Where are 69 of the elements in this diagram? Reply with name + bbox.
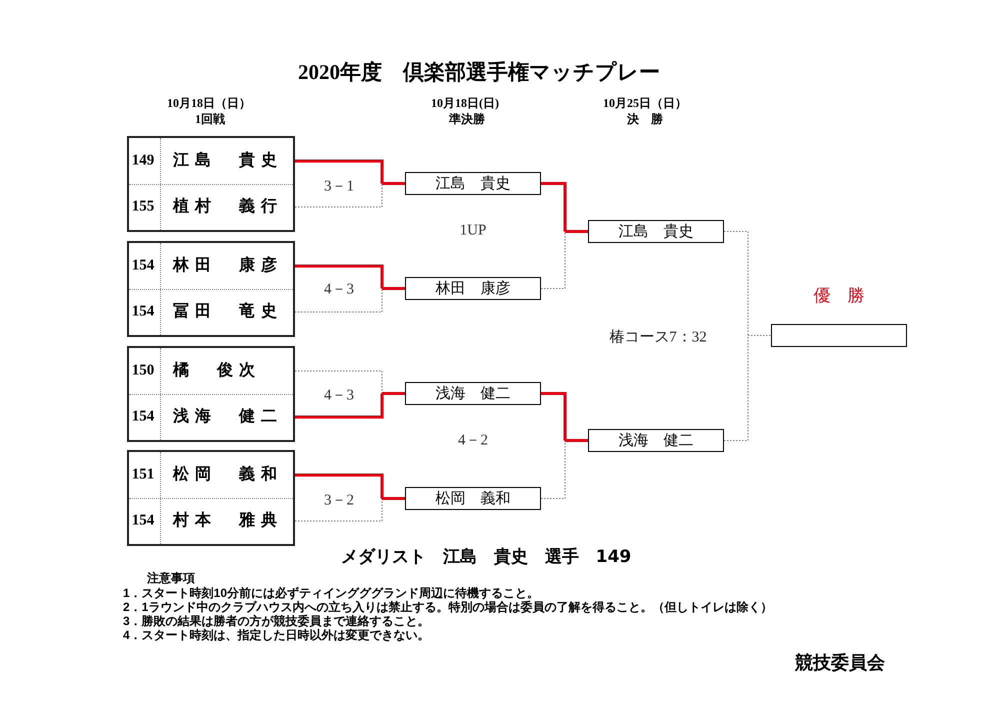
note-item: 3．勝敗の結果は勝者の方が競技委員まで連絡すること。 [123,615,430,628]
bracket-line [748,335,772,336]
entry-number: 150 [132,362,154,380]
bracket-line [295,160,384,184]
score-label: 3－1 [324,178,354,196]
bracket-line [295,264,384,288]
round-heading: 準決勝 [449,113,485,127]
note-item: 2．1ラウンド中のクラブハウス内への立ち入りは禁止する。特別の場合は委員の了解を得ること。（但しトイレは除く） [123,601,772,614]
bracket-line [382,182,405,185]
score-label: 1UP [460,222,486,240]
bracket-line [565,230,588,233]
round-heading: 決 勝 [627,113,663,127]
bracket-line [541,182,566,232]
entry-number: 155 [132,198,154,216]
bracket-line [294,288,382,312]
name-box: 浅海 健二 [588,429,724,452]
name-box: 浅海 健二 [405,382,541,405]
player-name: 植村 義行 [173,198,283,216]
player-name: 松岡 義和 [173,466,283,484]
note-item: 1．スタート時刻10分前には必ずティイングググランド周辺に待機すること。 [123,587,540,600]
bracket-line [294,183,382,208]
pairing-box [127,346,295,442]
notes-heading: 注意事項 [147,572,195,586]
date-heading: 10月18日（日） [167,97,251,111]
player-name: 浅海 健二 [173,408,283,426]
bracket-line [540,231,566,289]
date-heading: 10月18日(日) [431,97,499,111]
name-box: 松岡 義和 [405,487,541,510]
bracket-line [382,287,405,290]
bracket-line [724,231,748,336]
player-name: 江島 貴史 [173,152,283,170]
player-name: 村本 雅典 [173,512,283,530]
bracket-line [294,370,382,394]
score-label: 4－2 [458,432,488,450]
player-name: 冨田 竜史 [173,302,283,322]
name-box: 林田 康彦 [405,277,541,300]
name-box: 江島 貴史 [588,220,724,243]
score-label: 4－3 [324,281,354,299]
pairing-box [127,241,295,337]
entry-number: 154 [132,257,154,275]
pairing-box [127,136,295,232]
entry-number: 149 [132,152,154,170]
player-name: 林田 康彦 [173,256,283,276]
player-name: 橘 俊次 [173,362,261,380]
score-label: 4－3 [324,387,354,405]
bracket-line [565,439,588,442]
title: 2020年度 倶楽部選手権マッチプレー [298,60,660,84]
entry-number: 154 [132,408,154,426]
pairing-box [127,450,295,546]
entry-number: 154 [132,303,154,321]
entry-number: 151 [132,466,154,484]
bracket-line [294,498,382,522]
bracket-line [295,394,384,418]
medalist-line: メダリスト 江島 貴史 選手 149 [340,548,632,568]
committee-signature: 競技委員会 [795,652,885,674]
bracket-line [382,497,405,500]
note-item: 4．スタート時刻は、指定した日時以外は変更できない。 [123,629,430,643]
bracket-line [295,474,384,498]
entry-number: 154 [132,512,154,530]
bracket-line [541,392,566,440]
bracket-line [540,440,566,499]
score-label: 3－2 [324,492,354,510]
bracket-line [724,335,748,441]
champion-heading: 優 勝 [814,286,864,306]
tee-time-label: 椿コース7：32 [609,329,707,347]
name-box: 江島 貴史 [405,172,541,195]
date-heading: 10月25日（日） [603,97,687,111]
round-heading: 1回戦 [195,113,225,127]
bracket-line [382,392,405,395]
